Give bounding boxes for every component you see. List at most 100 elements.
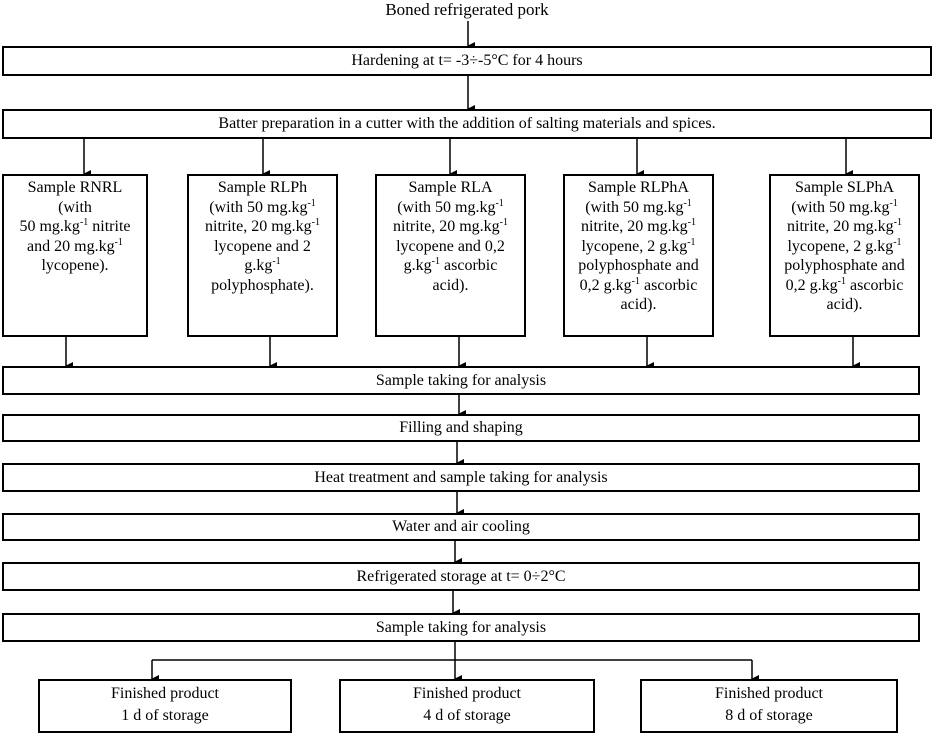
text: acid). <box>826 296 863 313</box>
finished-product-4d: Finished product 4 d of storage <box>339 679 595 733</box>
text: (with <box>58 198 92 216</box>
text: (with 50 mg.kg <box>585 198 684 216</box>
sample-line: Sample RLPh <box>189 178 336 198</box>
superscript: -1 <box>631 275 641 287</box>
sample-line: g.kg-1 <box>189 256 336 276</box>
superscript: -1 <box>687 236 696 248</box>
text: 50 mg.kg <box>19 218 80 235</box>
superscript: -1 <box>431 256 441 267</box>
text: Sample SLPhA <box>794 179 895 196</box>
superscript: -1 <box>687 217 696 228</box>
finished-product-1d: Finished product 1 d of storage <box>38 679 292 733</box>
text: lycopene and 0,2 <box>396 237 505 255</box>
text: polyphosphate). <box>211 276 314 294</box>
sample-line: and 20 mg.kg-1 <box>4 237 146 257</box>
superscript: -1 <box>683 197 692 209</box>
sample-line: (with <box>4 198 146 218</box>
sample-line: (with 50 mg.kg-1 <box>565 198 712 218</box>
superscript: -1 <box>311 217 320 228</box>
text: nitrite, 20 mg.kg <box>393 218 500 235</box>
sample-line: polyphosphate and <box>771 256 918 276</box>
sample-line: Sample SLPhA <box>771 178 918 198</box>
sample-line: 50 mg.kg-1 nitrite <box>4 217 146 237</box>
finished-storage: 4 d of storage <box>423 707 511 724</box>
step-filling-shaping: Filling and shaping <box>2 414 920 442</box>
step-sample-taking-2: Sample taking for analysis <box>2 613 920 642</box>
superscript: -1 <box>893 217 902 228</box>
sample-line: lycopene and 0,2 <box>377 237 524 257</box>
sample-line: g.kg-1 ascorbic <box>377 256 524 276</box>
text: acid). <box>620 296 657 313</box>
sample-line: nitrite, 20 mg.kg-1 <box>565 217 712 237</box>
finished-title: Finished product <box>111 685 219 702</box>
superscript: -1 <box>114 236 123 248</box>
text: acid). <box>432 276 469 294</box>
step-refrigerated-storage: Refrigerated storage at t= 0÷2°C <box>2 562 920 591</box>
sample-line: 0,2 g.kg-1 ascorbic <box>565 276 712 296</box>
text: (with 50 mg.kg <box>791 198 890 216</box>
finished-title: Finished product <box>413 685 521 702</box>
sample-line: 0,2 g.kg-1 ascorbic <box>771 276 918 296</box>
finished-storage: 8 d of storage <box>725 707 813 724</box>
sample-line: nitrite, 20 mg.kg-1 <box>377 217 524 237</box>
text: nitrite, 20 mg.kg <box>205 218 312 235</box>
sample-line: lycopene, 2 g.kg-1 <box>565 237 712 257</box>
text: lycopene and 2 <box>214 237 311 255</box>
text: nitrite <box>88 218 131 235</box>
sample-line: polyphosphate). <box>189 276 336 296</box>
text: Sample RNRL <box>27 179 123 196</box>
superscript: -1 <box>272 256 281 267</box>
step-cooling: Water and air cooling <box>2 513 920 541</box>
sample-line: acid). <box>565 295 712 315</box>
text: 0,2 g.kg <box>785 276 838 294</box>
superscript: -1 <box>79 217 89 228</box>
sample-line: lycopene and 2 <box>189 237 336 257</box>
step-sample-taking-1: Sample taking for analysis <box>2 366 920 395</box>
text: polyphosphate and <box>784 257 905 274</box>
superscript: -1 <box>307 197 316 209</box>
step-batter-preparation: Batter preparation in a cutter with the … <box>2 109 932 139</box>
text: nitrite, 20 mg.kg <box>787 218 894 235</box>
text: ascorbic <box>640 276 698 294</box>
text: Sample RLA <box>408 179 493 196</box>
sample-line: acid). <box>771 295 918 315</box>
sample-line: Sample RNRL <box>4 178 146 198</box>
finished-storage: 1 d of storage <box>121 707 209 724</box>
text: lycopene, 2 g.kg <box>787 237 894 255</box>
sample-line: Sample RLA <box>377 178 524 198</box>
text: g.kg <box>244 257 273 274</box>
text: Sample RLPh <box>217 179 308 196</box>
superscript: -1 <box>893 236 902 248</box>
sample-line: acid). <box>377 276 524 296</box>
text: (with 50 mg.kg <box>397 198 496 216</box>
sample-line: polyphosphate and <box>565 256 712 276</box>
superscript: -1 <box>495 197 504 209</box>
finished-product-8d: Finished product 8 d of storage <box>640 679 898 733</box>
sample-line: nitrite, 20 mg.kg-1 <box>189 217 336 237</box>
text: lycopene, 2 g.kg <box>581 237 688 255</box>
superscript: -1 <box>837 275 847 287</box>
sample-line: nitrite, 20 mg.kg-1 <box>771 217 918 237</box>
sample-line: lycopene). <box>4 256 146 276</box>
text: Sample RLPhA <box>588 179 689 196</box>
text: polyphosphate and <box>578 257 699 274</box>
sample-line: (with 50 mg.kg-1 <box>189 198 336 218</box>
text: ascorbic <box>846 276 904 294</box>
text: 0,2 g.kg <box>579 276 632 294</box>
sample-line: (with 50 mg.kg-1 <box>377 198 524 218</box>
text: ascorbic <box>440 257 498 274</box>
text: g.kg <box>403 257 432 274</box>
step-hardening: Hardening at t= -3÷-5°C for 4 hours <box>2 46 932 76</box>
superscript: -1 <box>889 197 898 209</box>
superscript: -1 <box>499 217 508 228</box>
sample-line: Sample RLPhA <box>565 178 712 198</box>
finished-title: Finished product <box>715 685 823 702</box>
sample-line: lycopene, 2 g.kg-1 <box>771 237 918 257</box>
start-label: Boned refrigerated pork <box>385 0 549 19</box>
text: and 20 mg.kg <box>27 237 115 255</box>
